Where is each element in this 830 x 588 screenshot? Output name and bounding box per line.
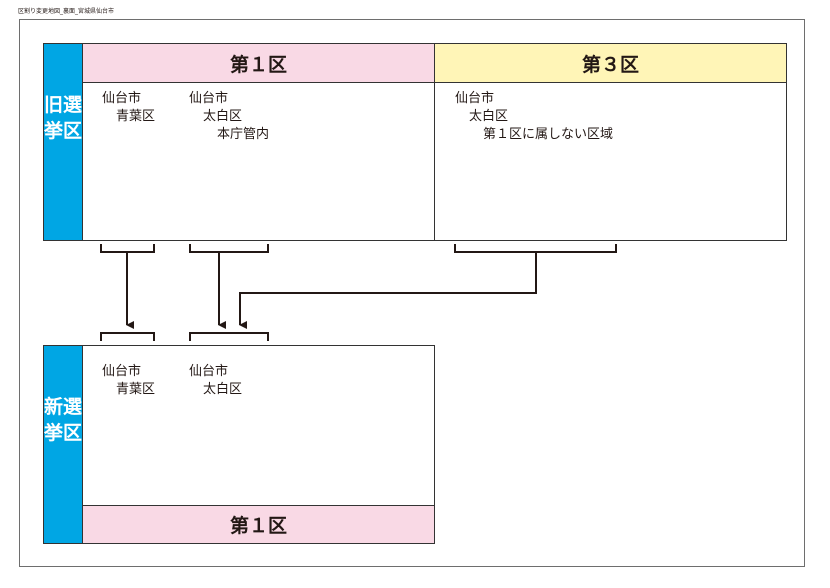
bracket-new-aoba <box>100 332 155 341</box>
old-district1-header: 第１区 <box>82 43 435 83</box>
old-taihaku-ward: 太白区 <box>203 109 243 124</box>
old-district-label: 旧選挙区 <box>44 94 83 142</box>
new-district-label: 新選挙区 <box>44 396 83 444</box>
bracket-old-taihaku <box>189 244 269 253</box>
old-district3-header: 第３区 <box>434 43 787 83</box>
diagram-frame <box>19 19 805 567</box>
new-aoba-ward: 青葉区 <box>116 382 156 397</box>
new-district1-footer: 第１区 <box>82 505 435 544</box>
arrow-taihaku-other <box>239 252 537 329</box>
old-district1-body <box>82 82 435 241</box>
page-title: 区割り変更地図_裏面_宮城県仙台市 <box>18 8 115 15</box>
old-taihaku-other-area: 第１区に属しない区域 <box>483 127 614 142</box>
old-taihaku-city: 仙台市 <box>189 91 229 106</box>
old-aoba-ward: 青葉区 <box>116 109 156 124</box>
bracket-old-taihaku-other <box>454 244 617 253</box>
old-district3-body <box>434 82 787 241</box>
old-taihaku-area: 本庁管内 <box>217 127 270 142</box>
bracket-new-taihaku <box>189 332 269 341</box>
old-taihaku-other-city: 仙台市 <box>455 91 495 106</box>
old-aoba-city: 仙台市 <box>102 91 142 106</box>
new-aoba-city: 仙台市 <box>102 364 142 379</box>
new-taihaku-ward: 太白区 <box>203 382 243 397</box>
new-taihaku-city: 仙台市 <box>189 364 229 379</box>
old-taihaku-other-ward: 太白区 <box>469 109 509 124</box>
bracket-old-aoba <box>100 244 155 253</box>
new-district1-body <box>82 345 435 506</box>
